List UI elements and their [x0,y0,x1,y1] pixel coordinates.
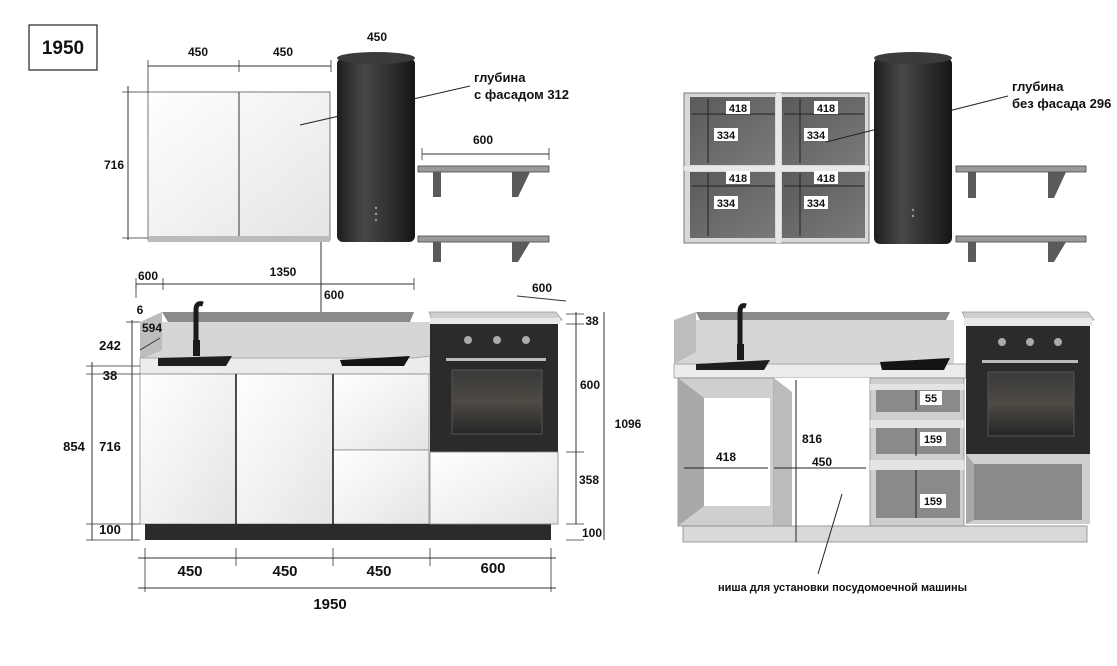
bottom-width-4: 600 [480,560,505,577]
niche-depth: 418 [716,450,736,464]
bottom-width-1: 450 [177,563,202,580]
depth-note-right: глубина без фасада 296 [1012,79,1111,111]
upper-width-2: 450 [273,45,293,59]
oven-top-dim: 38 [585,314,599,328]
upper-height-dim: 716 [104,86,148,240]
backsplash-depth: 594 [142,321,162,335]
depth-note-line1: глубина [474,70,526,85]
shelf-width: 600 [473,133,493,147]
depth-note-right-line2: без фасада 296 [1012,96,1111,111]
right-base-dims: 418 450 816 55 159 159 [684,380,946,542]
full-height-dim: 1096 [615,417,642,431]
niche-height: 816 [802,432,822,446]
model-title: 1950 [42,38,84,59]
wall-shelves-right [955,165,1087,262]
plinth-height: 100 [99,522,121,537]
model-title-box: 1950 [28,24,98,71]
upper-height: 716 [104,158,124,172]
bottom-width-2: 450 [272,563,297,580]
depth-left: 600 [138,269,158,283]
span-dim: 1350 [270,265,297,279]
shelf-gap-2: 159 [924,434,942,446]
oven-low-dim: 358 [579,473,599,487]
oven-side-dims: 38 600 358 100 1096 [566,312,642,541]
counter-thk: 6 [137,303,144,317]
cab-width-1: 418 [729,103,747,115]
hood-width: 450 [367,30,387,44]
niche-note-text: ниша для установки посудомоечной машины [718,582,967,594]
oven-height-dim: 600 [580,378,600,392]
total-height: 854 [63,439,85,454]
cab-width-4: 418 [817,173,835,185]
bottom-width-3: 450 [366,563,391,580]
depth-note-left: глубина с фасадом 312 [474,70,569,102]
cab-height-4: 334 [807,198,826,210]
upper-cabinet [147,85,471,242]
cabinet-inner-dims: 418 418 418 418 334 334 334 334 [692,99,864,236]
cylinder-hood [337,52,415,242]
cab-width-2: 418 [817,103,835,115]
upper-width-dims: 450 450 450 [147,30,387,92]
base-height: 716 [99,439,121,454]
total-width: 1950 [313,596,346,613]
shelf-gap-3: 159 [924,496,942,508]
hood-right [874,52,952,244]
depth-note-line2: с фасадом 312 [474,87,569,102]
niche-width: 450 [812,455,832,469]
base-carcass [673,303,1095,543]
niche-note: ниша для установки посудомоечной машины [718,493,967,594]
base-unit [139,301,563,540]
backsplash-height: 242 [99,338,121,353]
top-thickness: 38 [103,368,117,383]
shelf-gap-1: 55 [925,393,937,405]
cab-width-3: 418 [729,173,747,185]
oven-depth: 600 [532,281,552,295]
cab-height-1: 334 [717,130,736,142]
cab-height-3: 334 [717,198,736,210]
wall-shelves: 600 [417,133,550,262]
cab-height-2: 334 [807,130,826,142]
upper-open-cabinets [683,92,870,244]
depth-note-right-line1: глубина [1012,79,1064,94]
bottom-width-dims: 450 450 450 600 1950 [138,548,556,613]
oven-plinth-dim: 100 [582,526,602,540]
left-side-dims: 6 594 242 38 854 716 100 [63,303,162,541]
upper-width-1: 450 [188,45,208,59]
gap-dim: 600 [324,288,344,302]
